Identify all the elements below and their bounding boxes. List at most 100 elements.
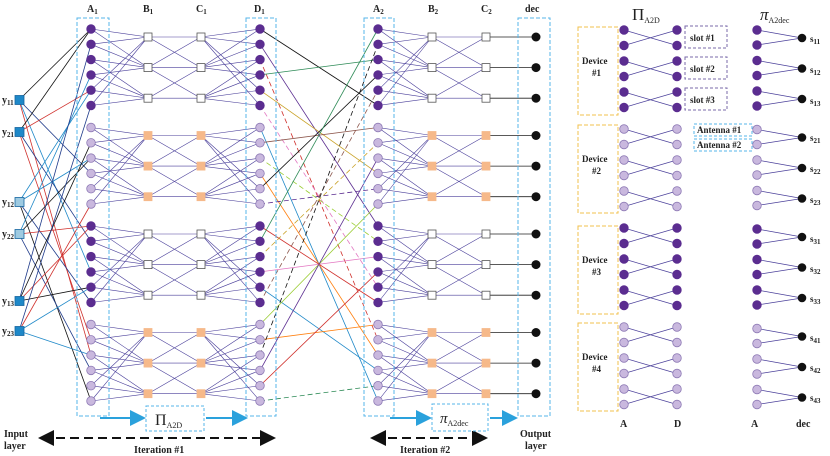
output-label-s21: s21: [810, 133, 821, 145]
b2-node: [427, 389, 437, 399]
a2-node: [373, 100, 383, 111]
device-box-4: [577, 322, 619, 412]
panel-d-node: [672, 25, 682, 35]
input-edge: [18, 105, 92, 332]
c1d1-edge: [200, 225, 261, 265]
a2b2-edge: [377, 324, 433, 364]
a1b1-edge: [90, 36, 149, 91]
panel-a2d-edge: [623, 326, 678, 343]
d1a2-edge: [259, 74, 379, 189]
a2-node: [373, 365, 383, 376]
a2b2-edge: [377, 127, 433, 167]
a2-node: [373, 319, 383, 330]
panel-a2d-edge: [623, 29, 678, 46]
a2b2-edge: [377, 393, 433, 402]
panel-a-node: [619, 238, 629, 249]
panel-a2-node: [752, 101, 762, 111]
b1-node: [143, 63, 153, 72]
panel-d-node: [672, 384, 682, 394]
output-label-s11: s11: [810, 34, 821, 46]
panel-d-node: [672, 238, 682, 249]
panel-d-node: [672, 170, 682, 181]
panel-a2d-edge: [623, 159, 678, 176]
d1-node: [255, 221, 265, 231]
panel-dec-node: [797, 332, 807, 341]
a1-node: [86, 365, 96, 376]
a2b2-edge: [377, 135, 433, 189]
a1b1-edge: [90, 233, 149, 242]
a2b2-edge: [377, 28, 433, 38]
panel-a2-node: [752, 239, 762, 249]
c1-node: [196, 389, 206, 399]
input-label-y23: y23: [2, 326, 15, 338]
panel-a2-node: [752, 254, 762, 265]
c1-node: [196, 358, 206, 368]
d1-node: [255, 54, 265, 65]
panel-a2-node: [752, 55, 762, 66]
a1-node: [86, 297, 96, 308]
iteration1-label: Iteration #1: [134, 445, 184, 456]
c1d1-edge: [200, 332, 261, 341]
a2-node: [373, 221, 383, 231]
c1d1-edge: [200, 97, 261, 106]
a2b2-edge: [377, 324, 433, 333]
output-label-s13: s13: [810, 96, 821, 108]
b1c1-edge: [147, 36, 202, 68]
a1b1-edge: [90, 225, 149, 235]
b1c1-edge: [147, 332, 202, 364]
c1d1-edge: [200, 44, 261, 68]
panel-a2-node: [752, 285, 762, 295]
pi-a2d-box: [145, 405, 205, 432]
panel-a2dec-edge: [756, 297, 803, 306]
panel-d-node: [672, 71, 682, 82]
c1d1-edge: [200, 173, 261, 197]
a2-node: [373, 282, 383, 292]
a1b1-edge: [90, 135, 149, 205]
dec-node: [531, 192, 541, 202]
slot-label-1: slot #1: [690, 33, 715, 43]
a1-node: [86, 54, 96, 65]
panel-title-pi-a2dec: πA2dec: [760, 5, 790, 25]
a1b1-edge: [90, 36, 149, 106]
d1-node: [255, 39, 265, 50]
c2-node: [481, 93, 491, 103]
c1d1-edge: [200, 157, 261, 197]
c1d1-edge: [200, 225, 261, 235]
b2-node: [427, 32, 437, 42]
a1b1-edge: [90, 294, 149, 303]
panel-a-node: [619, 56, 629, 66]
device-label-1b: #1: [592, 68, 602, 78]
input-label-y22: y22: [2, 229, 15, 241]
b2-node: [427, 93, 437, 103]
input-edge: [18, 286, 92, 332]
panel-a-node: [619, 25, 629, 35]
pi-a2dec-label: πA2dec: [440, 411, 469, 428]
panel-a2-node: [752, 86, 762, 96]
a1-node: [86, 396, 96, 406]
panel-a-node: [619, 285, 629, 295]
panel-d-node: [672, 223, 682, 233]
a2b2-edge: [377, 332, 433, 386]
a1-node: [86, 236, 96, 247]
b2-node: [427, 192, 437, 202]
device-label-2: Device: [582, 154, 607, 164]
input-node: [14, 296, 25, 306]
c2-node: [481, 161, 491, 171]
iteration2-label: Iteration #2: [400, 445, 450, 456]
a2b2-edge: [377, 294, 433, 303]
b1c1-edge: [147, 233, 202, 265]
panel-d-node: [672, 368, 682, 379]
d1-node: [255, 381, 265, 391]
panel-d-node: [672, 269, 682, 280]
d1a2-edge: [259, 28, 379, 242]
input-edge: [18, 330, 92, 356]
a2-node: [373, 267, 383, 277]
c2-node: [481, 389, 491, 399]
output-label-s41: s41: [810, 333, 821, 345]
output-label-s43: s43: [810, 393, 821, 405]
b1c1-edge: [147, 135, 202, 167]
c1d1-edge: [200, 332, 261, 386]
panel-d-node: [672, 300, 682, 311]
input-edge: [18, 99, 92, 356]
d1-node: [255, 297, 265, 308]
